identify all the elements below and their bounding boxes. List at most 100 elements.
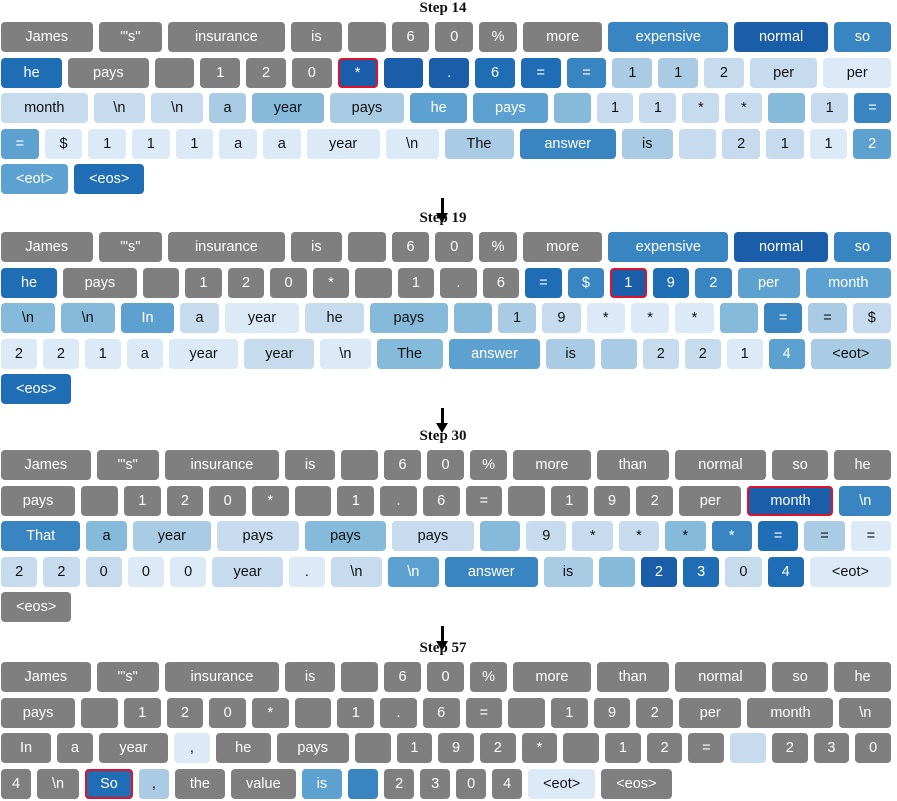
token: 1 [605,733,641,763]
token: * [312,267,350,298]
token: 1 [123,485,161,516]
token: * [682,93,720,123]
token: 0 [435,22,474,52]
token [453,303,492,333]
token: * [618,521,660,551]
token: $ [44,128,83,159]
token: \n [839,485,891,516]
token: '"s" [98,232,162,262]
token: 9 [526,521,567,551]
token: 2 [1,556,38,587]
token: 1 [612,57,653,88]
token: = [465,697,503,728]
token: 0 [435,232,474,262]
token: <eos> [1,592,72,622]
token: year [212,556,283,587]
token: pays [392,521,474,551]
token: 2 [646,733,683,763]
token [142,267,180,298]
token: . [380,697,417,728]
token: pays [473,93,548,123]
token: pays [63,267,137,298]
token [598,556,635,587]
token: = [757,521,799,551]
token: 9 [542,303,581,333]
token: pays [1,697,76,728]
highlighted-token: So [85,768,133,799]
token [563,733,600,763]
token [347,232,386,262]
token: more [522,232,603,262]
token: per [823,57,891,88]
token: 3 [420,768,451,799]
token: the [174,768,225,799]
token: 2 [166,697,204,728]
token: \n [387,556,439,587]
step-title: Step 19 [419,210,467,226]
token: 2 [695,267,732,298]
token: a [86,521,127,551]
token: per [679,697,742,728]
token: That [1,521,81,551]
token: 1 [809,128,848,159]
token: 1 [639,93,677,123]
token: 2 [166,485,204,516]
token: $ [852,303,891,333]
token: . [440,267,477,298]
token [730,733,766,763]
token [341,662,379,692]
token: per [679,485,742,516]
token: he [215,733,271,763]
down-arrow-icon [434,198,450,224]
token: = [566,57,607,88]
token: he [305,303,365,333]
token [508,697,545,728]
token: 2 [684,338,721,369]
token: '"s" [96,662,159,692]
token: 6 [384,662,422,692]
token: he [410,93,468,123]
token: 2 [636,697,674,728]
token: 1 [396,733,433,763]
token: is [290,232,342,262]
token: % [470,450,508,480]
token: <eos> [601,768,672,799]
token [479,521,521,551]
token: 0 [725,556,762,587]
token: he [834,662,891,692]
token: . [380,485,417,516]
token: James [1,22,93,52]
token: month [747,697,834,728]
token: '"s" [98,22,162,52]
token: James [1,450,91,480]
token: $ [567,267,605,298]
token: 9 [593,697,631,728]
token: 2 [42,338,79,369]
token-row: <eos> [0,374,890,404]
token: 1 [726,338,763,369]
token: 6 [482,267,520,298]
token: \n [1,303,55,333]
token: 2 [642,338,679,369]
token: pays [217,521,299,551]
token: per [749,57,818,88]
token: expensive [608,22,729,52]
token: * [572,521,613,551]
token: 1 [175,128,214,159]
down-arrow-icon [434,408,450,434]
token: 1 [766,128,804,159]
token: 1 [88,128,126,159]
token-row: <eot><eos> [0,164,890,194]
token: insurance [164,450,280,480]
token: 9 [438,733,474,763]
token: . [288,556,325,587]
token: = [763,303,803,333]
token: a [57,733,93,763]
